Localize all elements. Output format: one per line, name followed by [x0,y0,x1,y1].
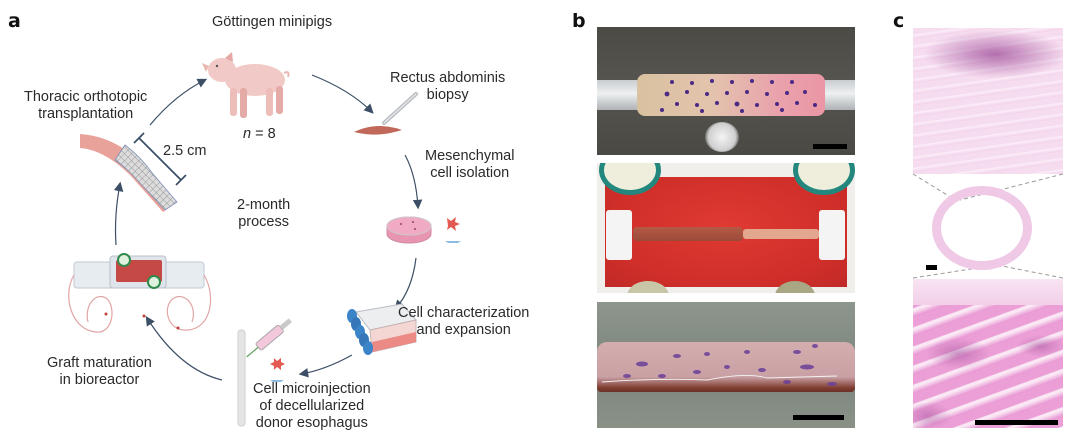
scale-bar-b-bottom [793,415,844,420]
duration-label-line1: 2-month [237,197,291,213]
graft-length-label: 2.5 cm [163,143,207,159]
duration-label-line2: process [238,214,289,230]
bioreactor-icon [68,253,212,333]
step-microinjection-label: Cell microinjection of decellularized do… [253,381,371,432]
arrow-isolation-to-expansion [394,257,417,310]
histology-upper [913,28,1063,174]
culture-flasks-icon [347,303,417,355]
expansion-label-line1: Cell characterization [398,305,530,321]
injection-dots [660,79,817,113]
photo-matured-graft [597,302,855,428]
matured-injection-marks [601,344,838,386]
biopsy-label-line1: Rectus abdominis [390,70,506,86]
coin-right [775,281,815,293]
transplant-label-line2: transplantation [38,106,134,122]
biopsy-label-line2: biopsy [426,87,469,103]
scale-bar-c-bottom [975,420,1058,425]
duration-label: 2-month process [237,197,290,231]
clamp-right [819,210,845,260]
microinjection-label-line2: of decellularized [259,398,365,414]
step-transplant-label: Thoracic orthotopic transplantation [24,89,147,123]
photo-graft-on-mandrel [597,27,855,155]
histology-lower-top-band [913,279,1063,305]
panel-label-b: b [572,10,586,32]
histology-lower [913,279,1063,428]
step-minipigs-label: Göttingen minipigs [212,14,333,30]
clamp-left [606,210,632,260]
syringe-esophagus-icon [237,318,292,427]
scale-bar-c-ring [926,265,937,270]
panel-label-c: c [893,10,905,32]
photo-graft-in-bioreactor [597,163,855,293]
step-maturation-label: Graft maturation in bioreactor [47,355,152,389]
petri-dish-icon [386,216,461,244]
minipig-icon [202,52,290,118]
histology-cross-section-ring [932,186,1032,270]
arrow-injection-to-bioreactor [145,315,223,381]
arrow-expansion-to-injection [298,354,353,378]
isolation-label-line2: cell isolation [430,165,510,181]
isolation-label-line1: Mesenchymal [425,148,515,164]
n-value: = 8 [255,126,276,142]
arrow-bioreactor-to-transplant [113,181,124,246]
connector [743,229,819,239]
sample-size-label: n = 8 [243,126,276,143]
scale-bar-b-top [813,144,847,149]
stented-graft-icon [80,132,187,212]
transplant-label-line1: Thoracic orthotopic [24,89,148,105]
microinjection-label-line3: donor esophagus [255,415,368,431]
step-biopsy-label: Rectus abdominis biopsy [390,70,505,104]
microinjection-label-line1: Cell microinjection [253,381,371,397]
step-isolation-label: Mesenchymal cell isolation [425,148,514,182]
coin-left [627,281,669,293]
arrow-pigs-to-biopsy [311,74,374,114]
biopsy-tissue-icon [354,92,418,135]
step-expansion-label: Cell characterization and expansion [398,305,529,339]
panel-label-a: a [8,10,21,32]
arrow-transplant-to-pigs [149,78,208,126]
graft-on-holder [633,227,743,241]
n-symbol: n [243,126,252,142]
arrow-biopsy-to-isolation [404,154,423,210]
cotton-ball [705,122,739,152]
maturation-label-line2: in bioreactor [59,372,140,388]
expansion-label-line2: and expansion [416,322,511,338]
maturation-label-line1: Graft maturation [47,355,152,371]
